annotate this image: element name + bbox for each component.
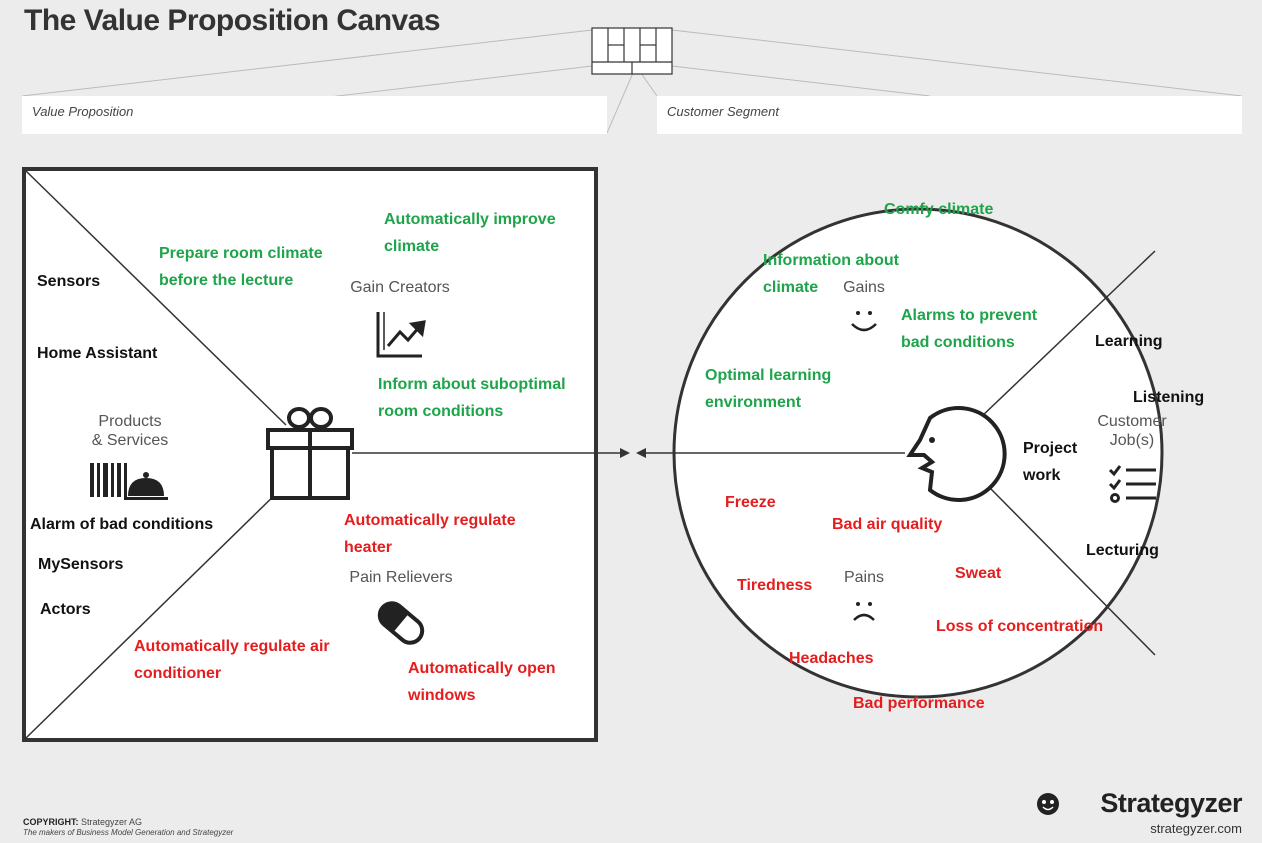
pain-item: Freeze [725,494,776,511]
pains-title: Pains [843,569,885,586]
pain-item: Headaches [789,650,874,667]
job-item: Learning [1095,333,1163,350]
product-service-item: Home Assistant [37,345,158,362]
arrow-right-head [620,448,630,458]
page-title: The Value Proposition Canvas [24,4,441,37]
gift-icon [266,407,354,500]
products-services-title-2: & Services [91,432,169,449]
pill-icon [377,601,425,645]
products-services-title-1: Products [98,413,162,430]
product-service-item: MySensors [38,556,124,573]
gain-item: Alarms to prevent bad conditions [901,307,1038,351]
gain-item: Optimal learning environment [705,367,832,411]
pain-item: Loss of concentration [936,618,1104,635]
brand-name[interactable]: Strategyzer [1100,788,1242,818]
pain-item: Bad performance [853,695,985,712]
products-services-icon [90,463,168,500]
job-item: Listening [1133,389,1205,406]
chart-up-icon [376,312,426,358]
customer-face-icon [906,406,1007,502]
strategyzer-logo-icon [1037,793,1059,815]
gain-creators-title: Gain Creators [350,279,450,296]
gain-item: Information about climate [763,252,899,296]
pain-item: Tiredness [737,577,813,594]
smile-icon [851,311,877,332]
value-proposition-label: Value Proposition [22,96,607,134]
customer-segment-label: Customer Segment [657,96,1242,134]
copyright-label: COPYRIGHT: [23,817,79,827]
copyright: COPYRIGHT: Strategyzer AG [23,817,142,827]
gain-item: Comfy climate [884,201,994,218]
brand-url[interactable]: strategyzer.com [1150,821,1242,836]
product-service-item: Alarm of bad conditions [30,516,214,533]
checklist-icon [1108,465,1156,503]
pain-reliever-item: Automatically regulate heater [344,512,516,556]
value-map-dividers [25,170,626,739]
job-item: Lecturing [1086,542,1159,559]
pain-relievers-title: Pain Relievers [349,569,453,586]
gain-creator-item: Automatically improve climate [384,211,556,255]
pain-reliever-item: Automatically regulate air conditioner [134,638,330,682]
pain-item: Sweat [955,565,1002,582]
product-service-item: Sensors [37,273,101,290]
frown-icon [853,602,875,621]
gain-creator-item: Inform about suboptimal room conditions [378,376,566,420]
pain-item: Bad air quality [832,516,943,533]
pain-reliever-item: Automatically open windows [408,660,556,704]
makers-note: The makers of Business Model Generation … [23,828,234,837]
product-service-item: Actors [40,601,91,618]
customer-jobs-title-2: Job(s) [1109,432,1155,449]
job-item: Project work [1023,440,1078,484]
mini-canvas-icon [591,27,673,75]
gains-title: Gains [843,279,885,296]
arrow-left-head [636,448,646,458]
customer-jobs-title-1: Customer [1097,413,1167,430]
customer-dividers [640,250,1156,656]
gain-creator-item: Prepare room climate before the lecture [159,245,323,289]
copyright-owner: Strategyzer AG [81,817,143,827]
